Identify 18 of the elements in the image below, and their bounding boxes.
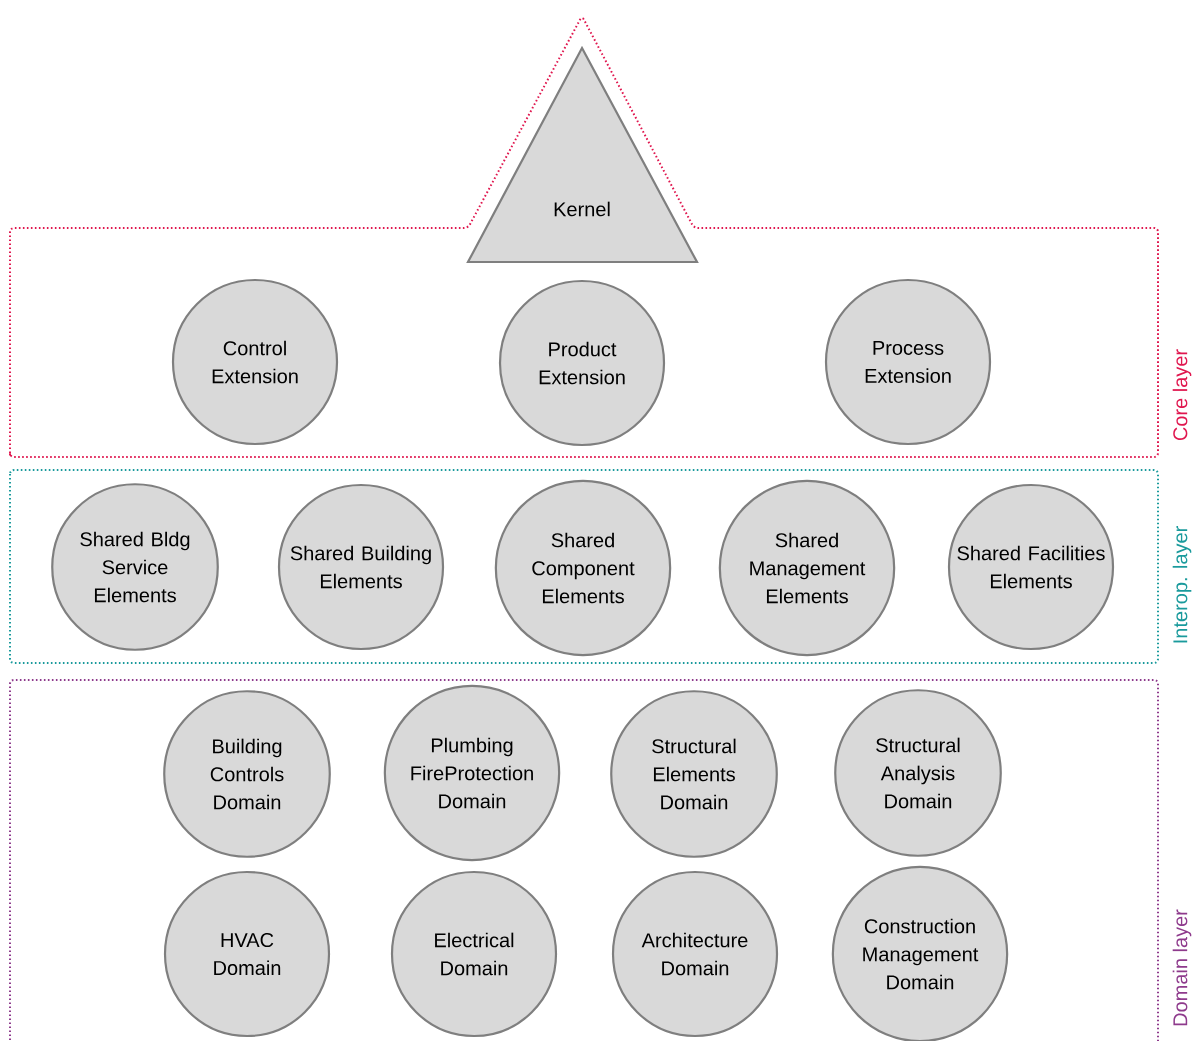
circle-node: Shared Management Elements	[718, 479, 896, 657]
circle-node: Structural Elements Domain	[610, 690, 778, 858]
circle-node: Construction Management Domain	[831, 865, 1009, 1041]
circle-node: Shared Building Elements	[277, 483, 445, 651]
node-label: Interop. layer	[1172, 526, 1192, 643]
circle-node: Structural Analysis Domain	[834, 689, 1002, 857]
circle-node: Shared Component Elements	[494, 479, 672, 657]
circle-node: Product Extension	[498, 279, 666, 447]
circle-node: Process Extension	[824, 278, 992, 446]
circle-node: Shared Bldg Service Elements	[51, 483, 219, 651]
circle-node: Plumbing FireProtection Domain	[383, 684, 561, 862]
circle-node: Control Extension	[171, 278, 339, 446]
circle-node: HVAC Domain	[163, 870, 331, 1038]
circle-node: Architecture Domain	[611, 870, 779, 1038]
circle-node: Shared Facilities Elements	[947, 483, 1115, 651]
circle-node: Electrical Domain	[390, 870, 558, 1038]
circle-node: Building Controls Domain	[163, 690, 331, 858]
node-label: Core layer	[1172, 349, 1192, 441]
